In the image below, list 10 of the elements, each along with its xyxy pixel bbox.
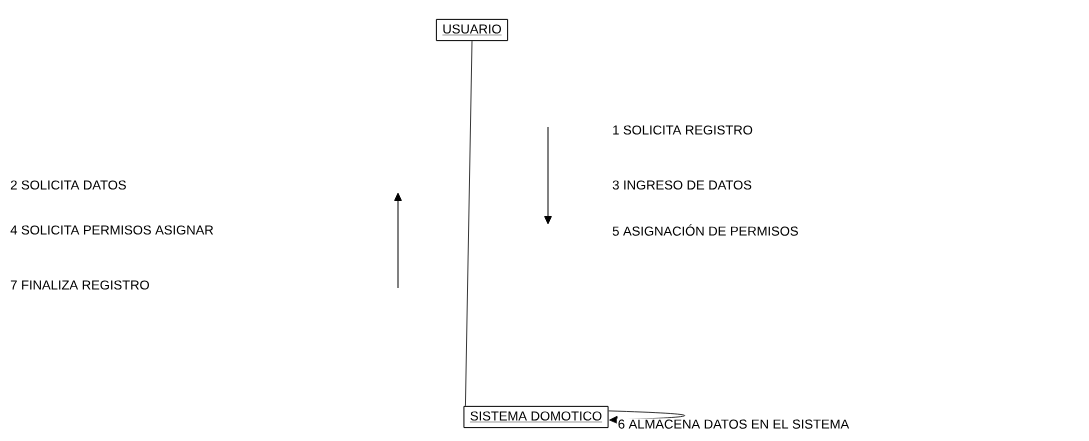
object-box: USUARIO	[435, 18, 509, 42]
message-label: 2 SOLICITA DATOS	[10, 180, 126, 190]
message-label: 5 ASIGNACIÓN DE PERMISOS	[612, 224, 798, 236]
connector-line	[465, 40, 473, 407]
message-label: 3 INGRESO DE DATOS	[612, 180, 752, 190]
message-label: 1 SOLICITA REGISTRO	[613, 125, 753, 135]
message-label: 4 SOLICITA PERMISOS ASIGNAR	[10, 225, 214, 235]
message-label: 6 ALMACENA DATOS EN EL SISTEMA	[616, 418, 851, 430]
message-label: 7 FINALIZA REGISTRO	[10, 280, 149, 290]
object-box: SISTEMA DOMOTICO	[463, 405, 609, 429]
